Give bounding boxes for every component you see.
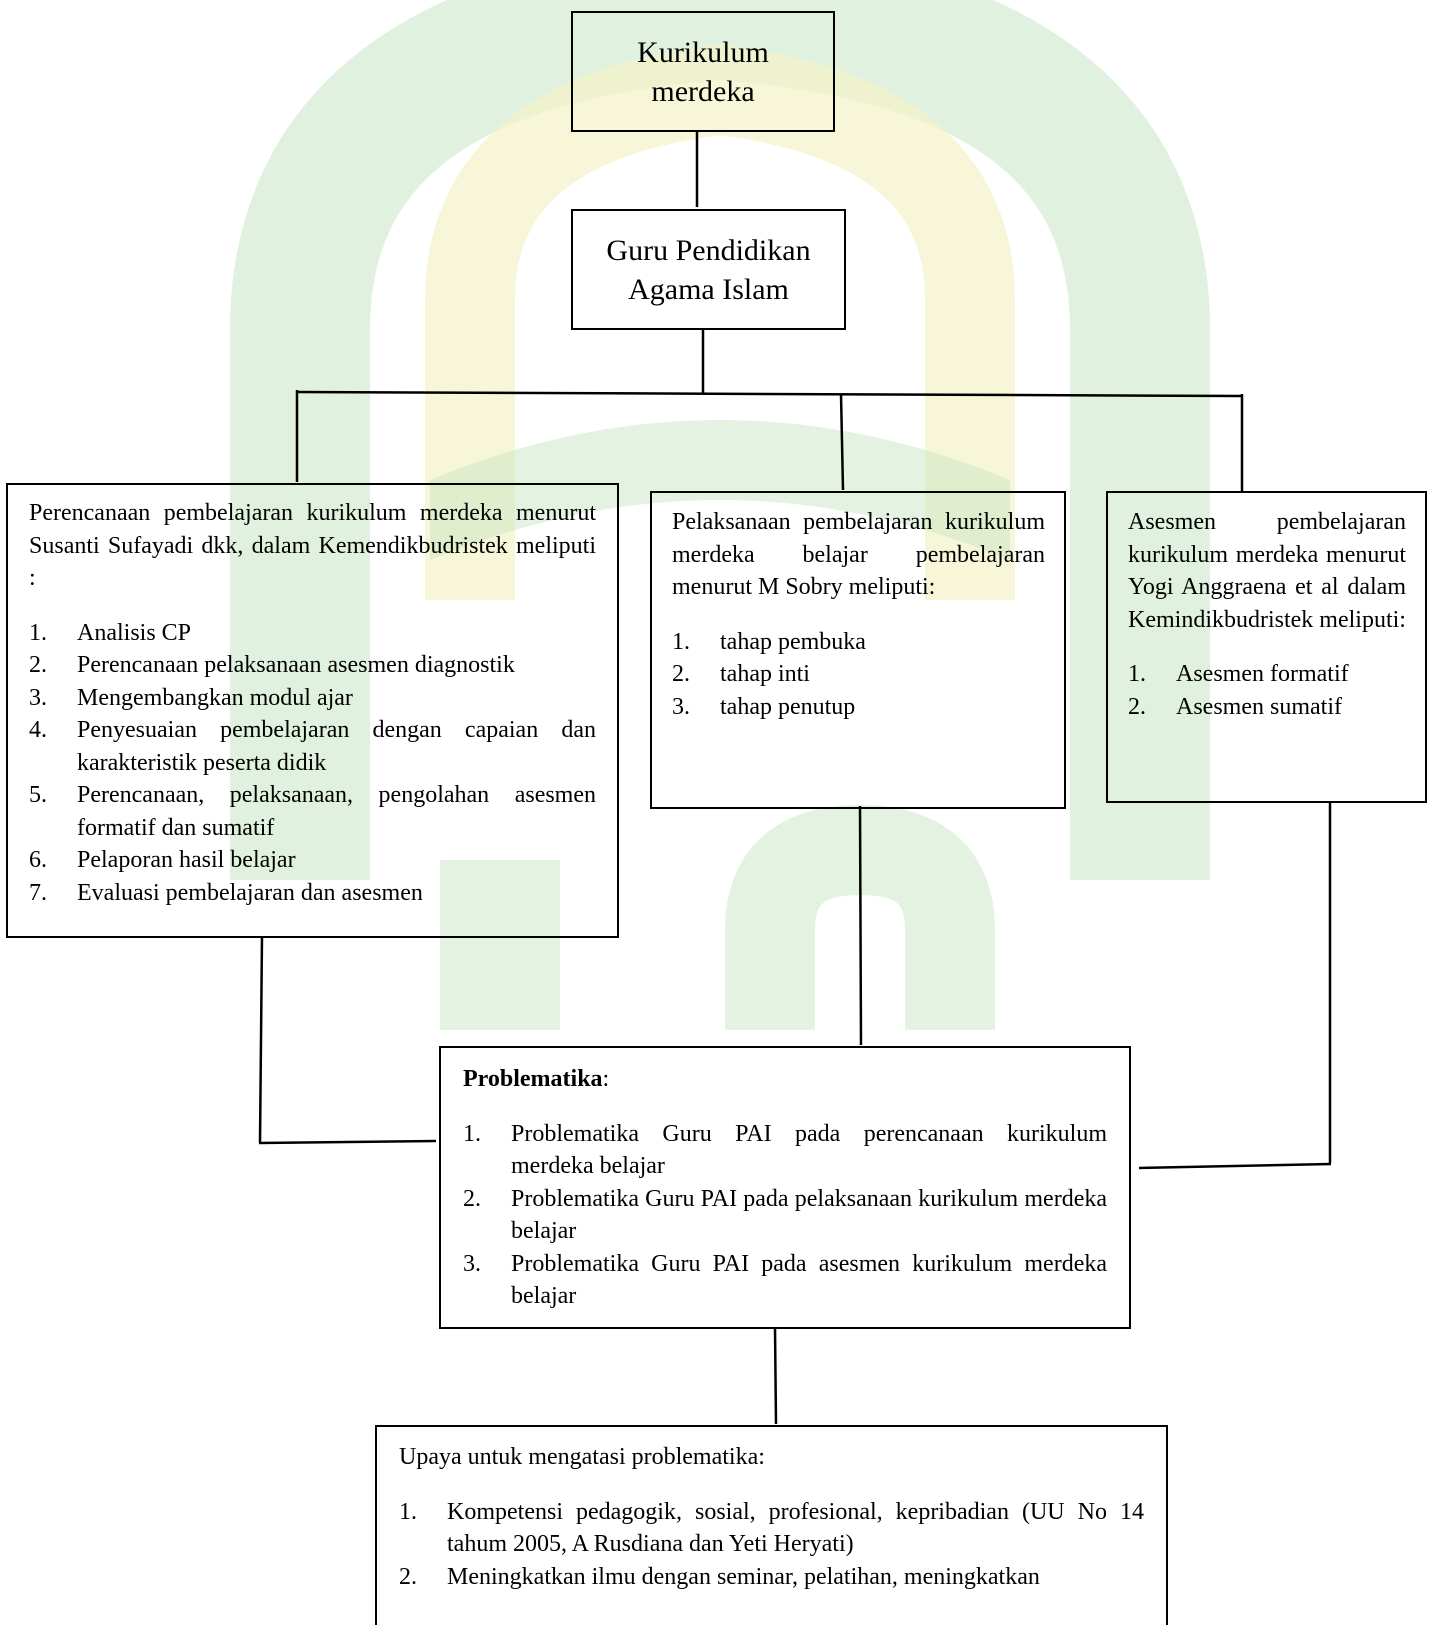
node-problematika: Problematika: 1.Problematika Guru PAI pa… — [439, 1046, 1131, 1329]
node-upaya: Upaya untuk mengatasi problematika: 1.Ko… — [375, 1425, 1168, 1625]
connector-left-down — [258, 935, 264, 1144]
node-asesmen: Asesmen pembelajaran kurikulum merdeka m… — [1106, 491, 1427, 803]
problematika-heading: Problematika: — [463, 1063, 1107, 1096]
list-item: 5.Perencanaan, pelaksanaan, pengolahan a… — [29, 782, 596, 841]
list-item: 1.Kompetensi pedagogik, sosial, profesio… — [399, 1498, 1144, 1558]
watermark-logo — [230, 0, 1210, 1030]
list-item: 2.Asesmen sumatif — [1128, 693, 1342, 720]
list-item: 1.Problematika Guru PAI pada perencanaan… — [463, 1120, 1107, 1180]
node-guru-pai: Guru Pendidikan Agama Islam — [571, 209, 846, 330]
problematika-colon: : — [602, 1066, 610, 1092]
list-item: 4.Penyesuaian pembelajaran dengan capaia… — [29, 717, 596, 776]
connector-lines — [258, 131, 1332, 1425]
list-item: 1.Asesmen formatif — [1128, 661, 1349, 687]
pelaksanaan-intro: Pelaksanaan pembelajaran kurikulum merde… — [672, 509, 1045, 600]
list-item: 1.tahap pembuka — [672, 628, 866, 655]
node-pelaksanaan: Pelaksanaan pembelajaran kurikulum merde… — [650, 491, 1066, 809]
connector-right-across — [1138, 1162, 1332, 1170]
asesmen-list: 1.Asesmen formatif 2.Asesmen sumatif — [1128, 658, 1406, 723]
connector-bus-middle — [839, 393, 845, 491]
list-item: 7.Evaluasi pembelajaran dan asesmen — [29, 879, 423, 906]
list-item: 2.Meningkatkan ilmu dengan seminar, pela… — [399, 1563, 1040, 1590]
list-item: 6.Pelaporan hasil belajar — [29, 847, 296, 873]
perencanaan-list: 1.Analisis CP 2.Perencanaan pelaksanaan … — [29, 617, 596, 910]
upaya-list: 1.Kompetensi pedagogik, sosial, profesio… — [399, 1496, 1144, 1594]
connector-middle-down — [858, 805, 863, 1046]
watermark-book — [430, 420, 1010, 560]
problematika-list: 1.Problematika Guru PAI pada perencanaan… — [463, 1118, 1107, 1313]
list-item: 3.tahap penutup — [672, 693, 856, 720]
node-kurikulum-merdeka: Kurikulum merdeka — [571, 11, 835, 132]
node-teacher-line-1: Guru Pendidikan — [606, 233, 811, 267]
problematika-title: Problematika — [463, 1066, 603, 1092]
list-item: 1.Analisis CP — [29, 619, 192, 646]
connector-bus — [296, 390, 1243, 398]
watermark-arch — [230, 0, 1210, 880]
list-item: 3.Mengembangkan modul ajar — [29, 684, 353, 711]
list-item: 3.Problematika Guru PAI pada asesmen kur… — [463, 1250, 1107, 1310]
node-root-line-2: merdeka — [651, 74, 755, 108]
asesmen-intro: Asesmen pembelajaran kurikulum merdeka m… — [1128, 509, 1406, 633]
list-item: 2.Perencanaan pelaksanaan asesmen diagno… — [29, 652, 515, 678]
perencanaan-intro: Perencanaan pembelajaran kurikulum merde… — [29, 500, 596, 591]
node-perencanaan: Perencanaan pembelajaran kurikulum merde… — [6, 483, 619, 938]
list-item: 2.Problematika Guru PAI pada pelaksanaan… — [463, 1185, 1107, 1245]
node-root-line-1: Kurikulum — [637, 35, 769, 69]
watermark-inner-arch — [425, 44, 1015, 600]
list-item: 2.tahap inti — [672, 661, 810, 687]
connector-prob-upaya — [773, 1326, 778, 1425]
node-teacher-line-2: Agama Islam — [628, 272, 789, 306]
connector-left-across — [258, 1139, 437, 1145]
upaya-intro: Upaya untuk mengatasi problematika: — [399, 1444, 765, 1470]
pelaksanaan-list: 1.tahap pembuka 2.tahap inti 3.tahap pen… — [672, 626, 1045, 724]
watermark-letter-i — [440, 860, 560, 1030]
